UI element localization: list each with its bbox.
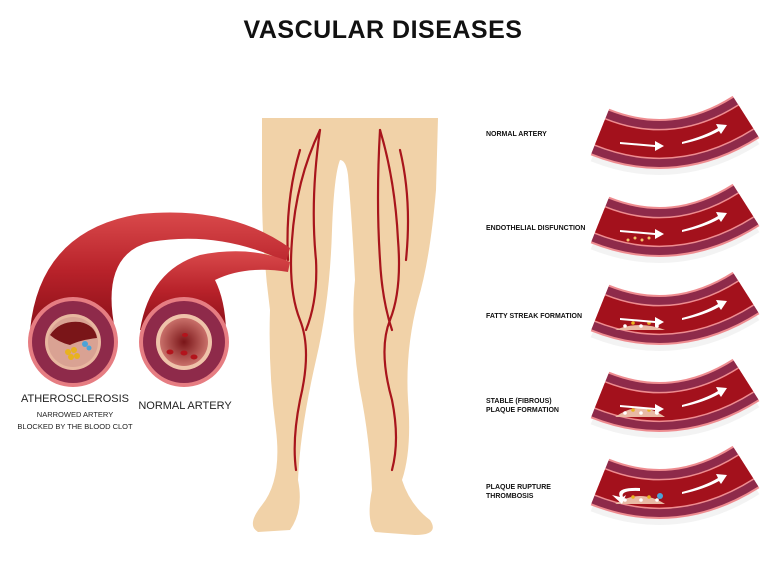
artery-stage-2 [590, 183, 760, 263]
artery-stage-3 [590, 271, 760, 351]
artery-stage-1 [590, 95, 760, 175]
flow-arrow-icon [620, 387, 727, 414]
legs [252, 118, 438, 535]
atherosclerosis-line2: BLOCKED BY THE BLOOD CLOT [17, 422, 133, 431]
stage-label-fibrous-plaque: STABLE (FIBROUS) PLAQUE FORMATION [486, 398, 559, 414]
stage-label-endothelial: ENDOTHELIAL DISFUNCTION [486, 225, 586, 232]
plaque [615, 325, 665, 330]
flow-arrow-icon [612, 474, 727, 504]
atherosclerosis-cross-section [28, 297, 118, 387]
stage-label-normal: NORMAL ARTERY [486, 131, 547, 138]
flow-arrow-icon [620, 300, 727, 327]
artery-stage-4 [590, 358, 760, 438]
stage-label-fatty-streak: FATTY STREAK FORMATION [486, 313, 583, 320]
atherosclerosis-tube [30, 212, 290, 330]
page-title: VASCULAR DISEASES [243, 16, 523, 44]
atherosclerosis-line1: NARROWED ARTERY [36, 410, 114, 419]
flow-arrow-icon [620, 124, 727, 151]
flow-arrow-icon [620, 212, 727, 239]
stage-label-rupture: PLAQUE RUPTURE THROMBOSIS [486, 484, 551, 500]
artery-stage-5 [590, 445, 760, 525]
normal-artery-cross-section [139, 297, 229, 387]
normal-artery-title: NORMAL ARTERY [138, 400, 232, 412]
atherosclerosis-title: ATHEROSCLEROSIS [21, 393, 129, 405]
